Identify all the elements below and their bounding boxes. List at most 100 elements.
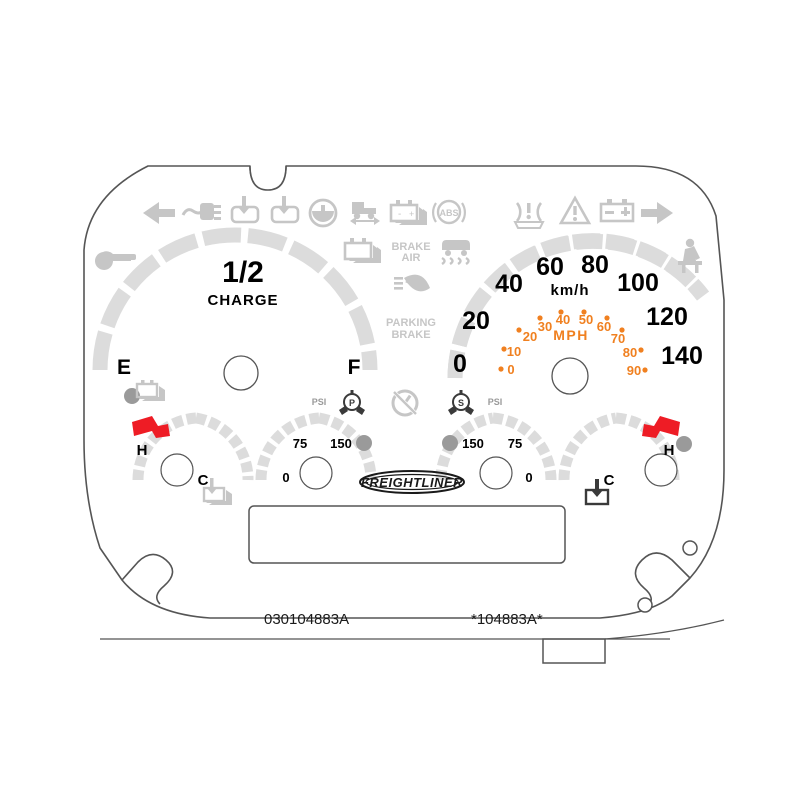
wrench-service-icon [95,251,136,270]
secondary-air-tick-150: 150 [462,436,484,451]
telltale-icons: - + ABS [95,195,702,506]
secondary-air-arc-b [492,412,557,481]
kmh-tick-80: 80 [581,251,609,279]
svg-text:ABS: ABS [439,208,458,218]
primary-air-needle-hub [299,456,333,490]
battery-stack-icon: - + [389,200,427,225]
temp-right-red-zone-marker [642,416,680,438]
temp-right-needle-hub [644,453,678,487]
mph-dot-50 [581,309,587,315]
secondary-air-indicator-dot [442,435,458,451]
kmh-tick-40: 40 [495,270,523,298]
mph-tick-40: 40 [556,312,570,327]
mph-tick-10: 10 [507,344,521,359]
bottom-right-edge [604,619,725,640]
svg-text:S: S [458,398,464,408]
trailer-axle-2-icon [270,196,300,224]
secondary-air-tick-75: 75 [508,436,522,451]
mounting-hole-1 [637,597,653,613]
kmh-tick-20: 20 [462,307,490,335]
kmh-unit-label: km/h [550,282,589,299]
secondary-air-pressure-gauge: 0 75 150 [435,412,557,490]
primary-air-indicator-dot [356,435,372,451]
mph-dot-20 [516,327,522,333]
battery-charge-icon [599,199,635,223]
speedometer-needle-hub [551,357,589,395]
traction-control-icon [441,240,470,266]
temp-left-cold-label: C [198,472,209,489]
psi-primary-label: PSI [312,397,327,407]
secondary-air-needle-hub [479,456,513,490]
psi-secondary-label: PSI [488,397,503,407]
fuel-needle-hub [223,355,259,391]
mph-tick-20: 20 [523,329,537,344]
temp-left-red-zone-marker [132,416,170,438]
tire-pressure-icon [513,202,545,229]
seatbelt-icon [678,238,702,273]
svg-text:+: + [409,209,414,219]
turn-signal-left-icon [143,202,175,224]
speedo-warning-icon [391,389,419,417]
fuel-full-label: F [348,356,361,379]
headlight-high-beam-icon [394,274,430,292]
parking-brake-label-line2: BRAKE [391,329,430,341]
primary-air-pressure-gauge: 0 75 150 [255,412,377,490]
brake-air-label-line1: BRAKE [391,241,430,253]
kmh-tick-120: 120 [646,303,688,331]
fuel-charge-label: CHARGE [207,292,278,309]
speedometer: 0 20 40 60 80 100 120 140 km/h 0 10 20 3… [447,233,710,395]
freightliner-wordmark: FREIGHTLINER [361,475,463,490]
freightliner-logo: FREIGHTLINER [359,470,465,494]
mph-tick-60: 60 [597,319,611,334]
mounting-hole-2 [682,540,698,556]
kmh-tick-140: 140 [661,342,703,370]
lcd-display-window[interactable] [248,505,566,564]
bottom-right-notch [634,552,691,607]
fuel-half-label: 1/2 [222,256,264,289]
coolant-temperature-left-gauge: C H [124,388,254,489]
brake-air-label-line2: AIR [402,252,421,264]
speedometer-arc-left [447,234,575,379]
parking-brake-label-line1: PARKING [386,317,436,329]
temp-right-cold-label: C [604,472,615,489]
secondary-air-tick-0: 0 [525,470,532,485]
kmh-tick-0: 0 [453,350,467,378]
bottom-mount-tab [542,638,606,664]
svg-text:-: - [398,209,401,220]
barcode-text: *104883A* [471,611,543,628]
primary-air-tick-0: 0 [282,470,289,485]
svg-text:P: P [349,398,355,408]
mph-tick-70: 70 [611,331,625,346]
temp-right-arc-a [558,412,618,481]
battery-low-left-icon [135,380,165,401]
oil-temperature-right-gauge: C H [558,412,692,489]
bottom-left-notch [121,553,174,605]
turn-signal-right-icon [641,202,673,224]
temp-left-arc-b [194,412,254,481]
mph-tick-30: 30 [538,319,552,334]
mph-dot-40 [558,309,564,315]
primary-air-arc-a [255,412,320,481]
trailer-low-right-icon [584,479,610,506]
primary-air-circle-icon: P [339,390,365,415]
trailer-plug-icon [181,203,221,220]
mph-dot-10 [501,346,507,352]
mph-dot-70 [619,327,625,333]
steering-wheel-icon [308,198,338,228]
temp-right-hot-label: H [664,442,675,459]
mph-dot-60 [604,315,610,321]
mph-tick-80: 80 [623,345,637,360]
battery-stack-2-icon [343,238,381,263]
secondary-air-circle-icon: S [448,390,474,415]
trailer-axle-1-icon [230,196,260,224]
mph-tick-90: 90 [627,363,641,378]
truck-axle-shift-icon [350,202,380,225]
temp-left-hot-label: H [137,442,148,459]
temp-right-indicator-dot [676,436,692,452]
mph-unit-label: MPH [553,327,589,343]
kmh-tick-100: 100 [617,269,659,297]
mph-tick-0: 0 [507,362,514,377]
primary-air-arc-b [317,412,377,481]
mph-dot-90 [642,367,648,373]
speedometer-arc-top [571,233,710,301]
